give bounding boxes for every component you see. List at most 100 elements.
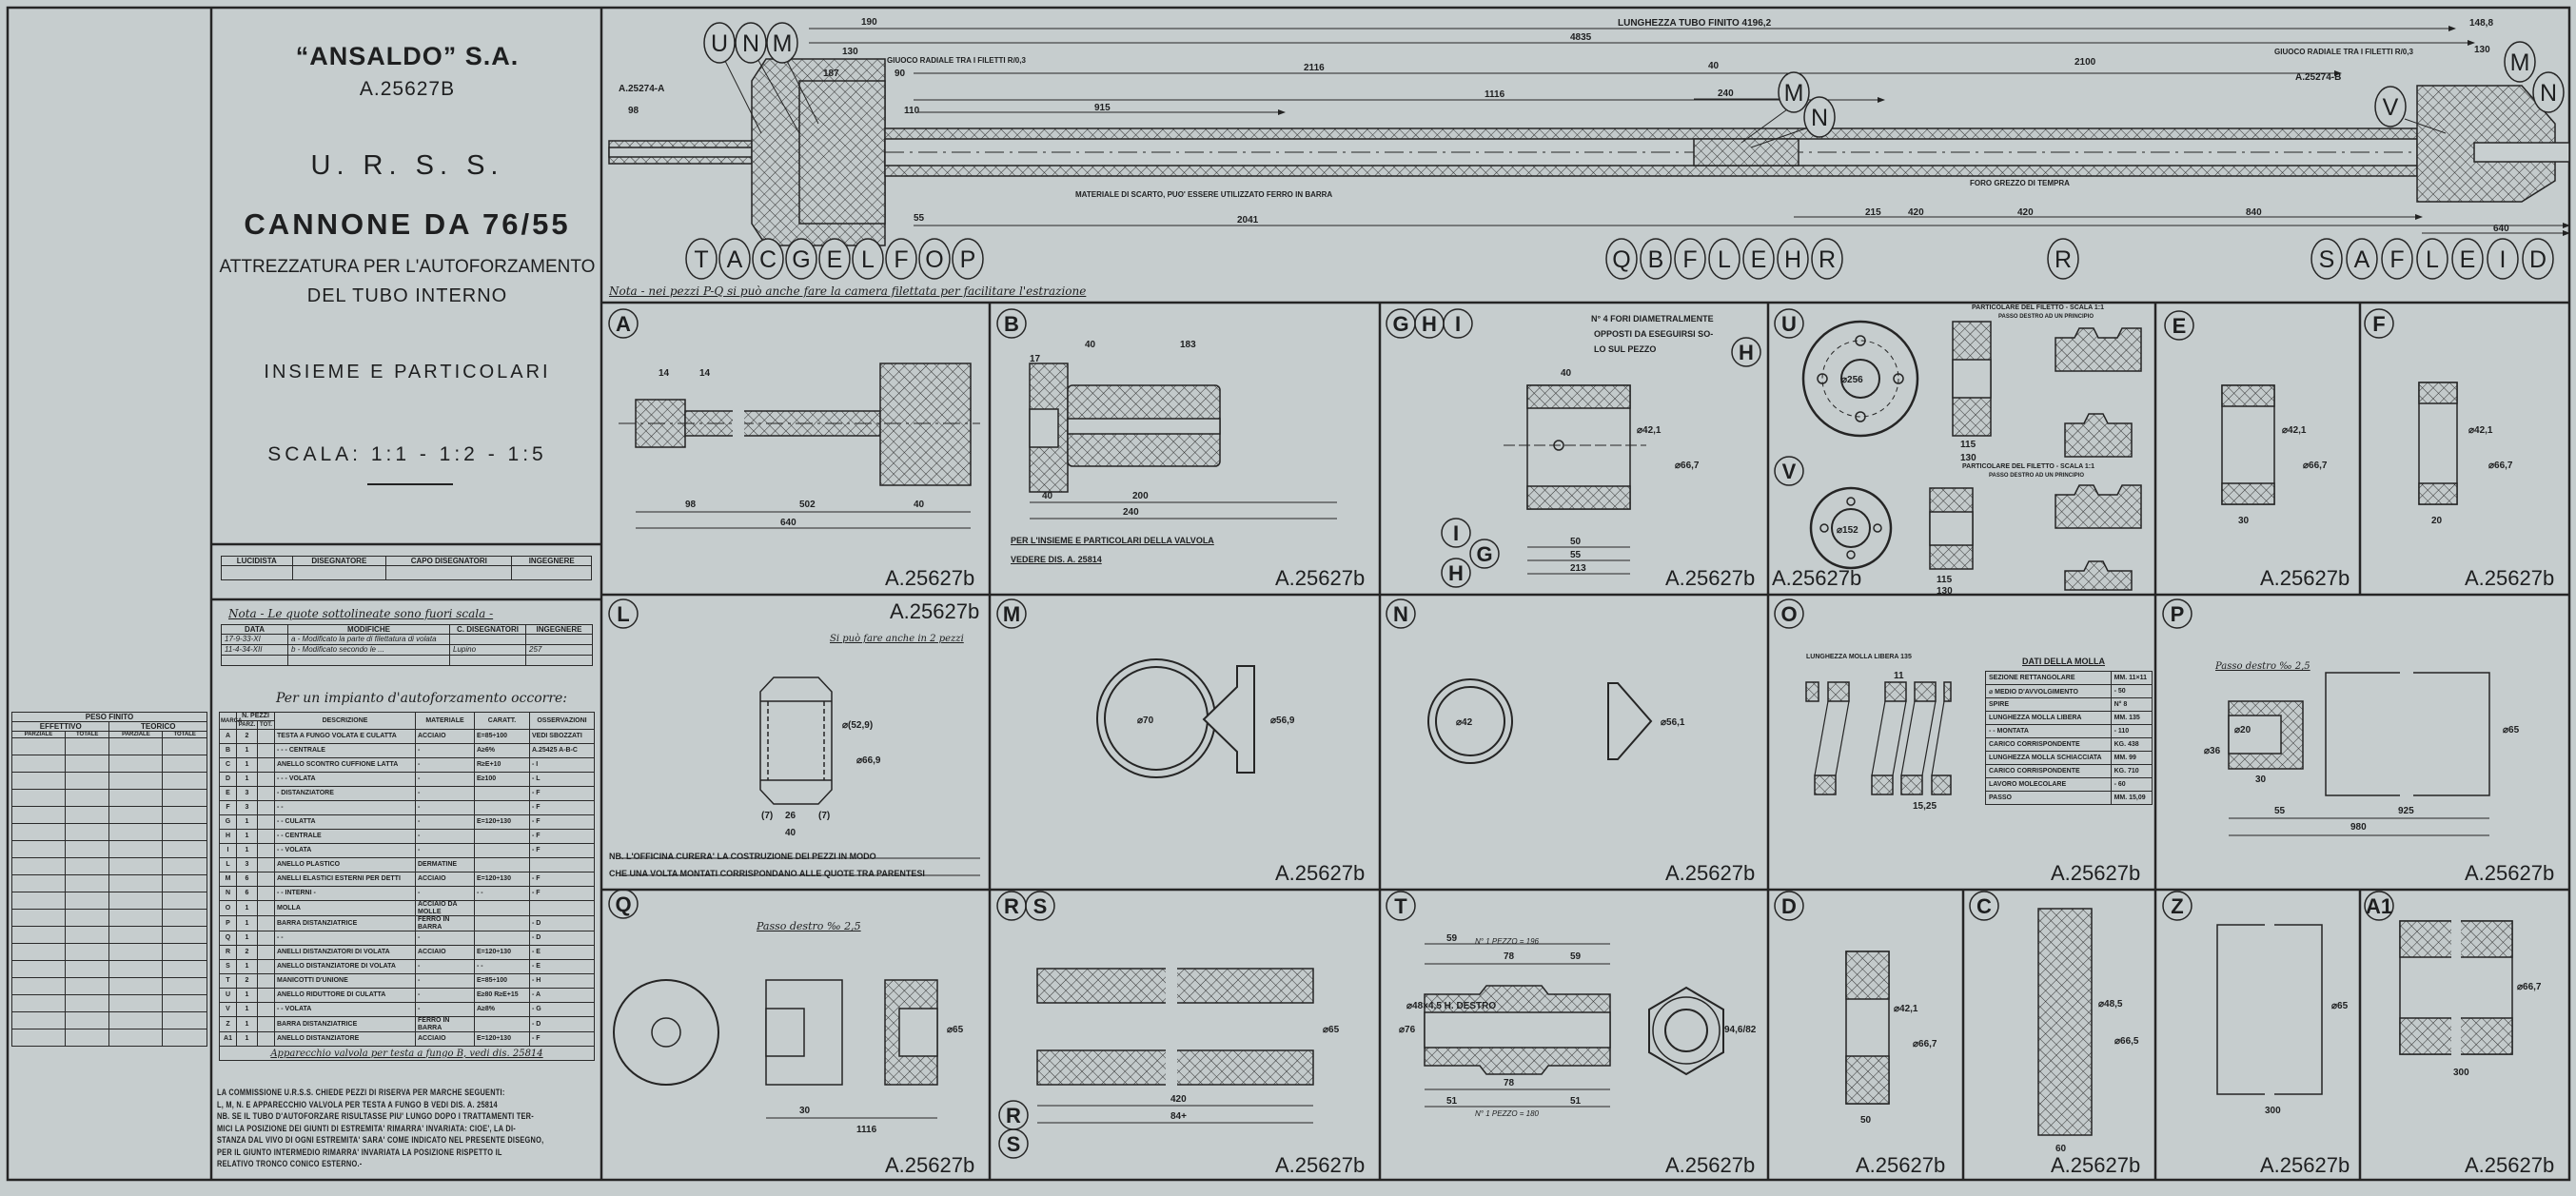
parts-cell: P (219, 915, 237, 931)
panel-label-circle (1774, 598, 1804, 629)
panel-a-drawing (619, 363, 980, 529)
part-balloon: P (952, 238, 984, 280)
panel-label: S (1033, 894, 1048, 918)
parts-cell (257, 915, 275, 931)
dimension-label: 2100 (2075, 57, 2096, 68)
balloon-circle (1674, 238, 1706, 280)
gap-note-right: GIUOCO RADIALE TRA I FILETTI R/0,3 (2274, 48, 2413, 56)
parts-cell: - L (529, 772, 595, 787)
weight-cell (64, 994, 110, 1012)
parts-cell: R≥E+10 (474, 757, 530, 773)
panel-label-circle (1025, 891, 1055, 921)
parts-cell: E (219, 786, 237, 801)
parts-cell (257, 1016, 275, 1032)
balloon-letter: A (727, 246, 743, 273)
weight-cell (64, 1011, 110, 1029)
weight-cell (11, 857, 66, 875)
dimension-label: 51 (1446, 1096, 1458, 1107)
balloon-circle (2346, 238, 2378, 280)
parts-cell (474, 857, 530, 872)
part-balloon: H (1777, 238, 1809, 280)
dimension-label: 190 (861, 17, 877, 28)
mod-cell: 257 (525, 644, 593, 656)
spring-cell: LUNGHEZZA MOLLA SCHIACCIATA (1985, 751, 2112, 765)
spring-cell: - 50 (2110, 684, 2153, 698)
dimension-label: ⌀152 (1837, 525, 1858, 536)
parts-cell (257, 757, 275, 773)
parts-cell: E=85÷100 (474, 973, 530, 989)
weight-cell (162, 806, 207, 824)
weight-row (11, 960, 207, 978)
weight-cell (11, 1029, 66, 1047)
balloon-circle (885, 238, 917, 280)
parts-cell (257, 843, 275, 858)
weight-cell (162, 943, 207, 961)
parts-row: B1- - - CENTRALE-A≥6%A.25425 a-b-c (219, 743, 595, 758)
panel-label-circle (1731, 337, 1761, 367)
panel-uv-drawing (1801, 320, 2142, 591)
sign-header: CAPO DISEGNATORI (385, 556, 513, 566)
weight-cell (162, 909, 207, 927)
drawing-number: A.25627b (1665, 1153, 1755, 1177)
weight-cell (108, 909, 164, 927)
balloon-circle (2451, 238, 2484, 280)
parts-cell: - (415, 973, 475, 989)
panel-q-hand-note: Passo destro ‰ 2,5 (757, 920, 861, 932)
parts-cell: V (219, 1002, 237, 1017)
parts-cell: F (219, 800, 237, 815)
weight-cell (64, 806, 110, 824)
spring-cell: LUNGHEZZA MOLLA LIBERA (1985, 711, 2112, 725)
parts-cell: - D (529, 915, 595, 931)
spring-cell: CARICO CORRISPONDENTE (1985, 737, 2112, 752)
weight-cell (108, 994, 164, 1012)
weight-cell (11, 1011, 66, 1029)
drawing-number: A.25627b (2260, 1153, 2350, 1177)
parts-cell: - (415, 886, 475, 901)
dimension-label: ⌀65 (2503, 725, 2520, 735)
spring-cell: MM. 15,09 (2110, 791, 2153, 805)
balloon-circle (2504, 41, 2536, 83)
weight-cell (64, 943, 110, 961)
dimension-label: 4835 (1570, 32, 1592, 43)
panel-ghi-note-2: OPPOSTI DA ESEGUIRSI SO- (1594, 329, 1714, 339)
parts-cell (474, 843, 530, 858)
dimension-label: 1116 (1485, 89, 1505, 100)
parts-cell: - - (474, 959, 530, 974)
frame-lines (6, 6, 2571, 1182)
parts-cell (257, 988, 275, 1003)
dimension-label: 40 (785, 828, 796, 838)
part-balloon: N (2532, 71, 2565, 113)
panel-label: H (1739, 341, 1754, 364)
parts-cell: - - CENTRALE (274, 829, 416, 844)
title-drawing-number: A.25627b (359, 78, 456, 100)
panel-p-hand-note: Passo destro ‰ 2,5 (2215, 661, 2311, 672)
balloon-letter: V (2383, 94, 2399, 121)
panel-q-drawing (613, 979, 938, 1119)
balloon-circle (735, 22, 767, 64)
dimension-label: 2116 (1304, 63, 1325, 73)
parts-cell: O (219, 900, 237, 916)
part-balloon: F (2381, 238, 2413, 280)
weight-cell (108, 857, 164, 875)
dimension-label: ⌀66,5 (2114, 1036, 2139, 1047)
weight-cell (11, 994, 66, 1012)
balloon-letter: N (1811, 105, 1828, 131)
parts-cell: A.25425 a-b-c (529, 743, 595, 758)
dimension-label: 915 (1094, 103, 1111, 113)
panel-c-drawing (2037, 908, 2093, 1136)
parts-cell: 2 (236, 729, 258, 744)
spring-cell: KG. 438 (2110, 737, 2153, 752)
dimension-label: 148,8 (2469, 18, 2493, 29)
parts-cell: ACCIAIO (415, 872, 475, 887)
part-balloon: M (766, 22, 798, 64)
dimension-label: 200 (1132, 491, 1149, 501)
dimension-label: 110 (904, 106, 920, 116)
balloon-letter: N (742, 30, 759, 57)
dimension-label: 17 (1030, 354, 1041, 364)
panel-label-circle (996, 308, 1027, 339)
parts-cell (257, 872, 275, 887)
